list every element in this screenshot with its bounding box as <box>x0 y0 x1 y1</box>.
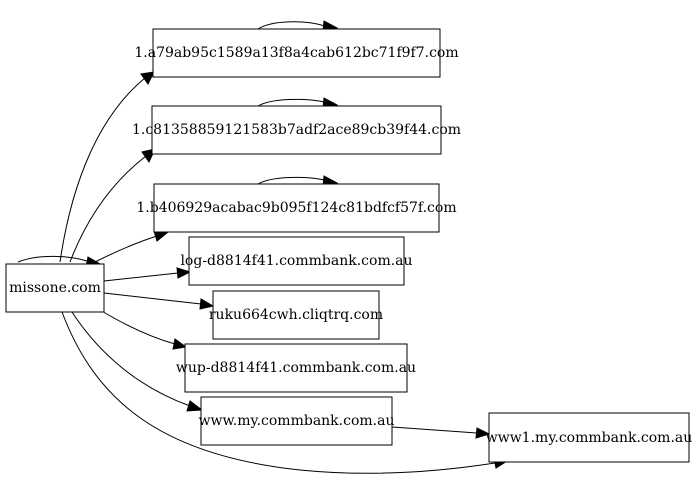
edge-n7-to-n8-arrow <box>475 427 491 439</box>
edge-root-to-n4-arrow <box>176 267 192 279</box>
edge-root-to-n6-arrow <box>172 338 188 350</box>
edge-root-to-n5-arrow <box>199 298 215 310</box>
node-label-missone: missone.com <box>9 280 101 296</box>
edge-root-to-n7 <box>71 311 191 407</box>
node-log-commbank: log-d8814f41.commbank.com.au <box>180 236 413 286</box>
node-www1-my-commbank: www1.my.commbank.com.au <box>486 412 693 463</box>
node-missone: missone.com <box>5 263 105 313</box>
edge-root-to-n2 <box>69 155 147 263</box>
edge-root-to-n8 <box>61 311 496 474</box>
edge-root-to-n1 <box>59 77 146 263</box>
node-label-www-my-commbank: www.my.commbank.com.au <box>199 413 395 429</box>
node-label-1c8135: 1.c81358859121583b7adf2ace89cb39f44.com <box>132 122 461 138</box>
node-label-1b4069: 1.b406929acabac9b095f124c81bdfcf57f.com <box>136 200 456 216</box>
node-1b4069: 1.b406929acabac9b095f124c81bdfcf57f.com <box>136 183 457 233</box>
edge-root-to-n1-arrow <box>140 71 155 85</box>
node-www-my-commbank: www.my.commbank.com.au <box>199 396 395 446</box>
edge-root-to-n4 <box>103 272 179 282</box>
node-wup-commbank: wup-d8814f41.commbank.com.au <box>176 343 416 393</box>
edge-n1-self-loop <box>257 21 326 30</box>
edges <box>17 20 509 474</box>
edge-n2-self-loop <box>257 98 326 107</box>
edge-root-to-n7-arrow <box>186 400 204 412</box>
edge-n7-to-n8 <box>391 426 478 434</box>
nodes: missone.com 1.a79ab95c1589a13f8a4cab612b… <box>5 28 693 463</box>
node-1c8135: 1.c81358859121583b7adf2ace89cb39f44.com <box>132 105 461 155</box>
node-1a79ab: 1.a79ab95c1589a13f8a4cab612bc71f9f7.com <box>134 28 459 78</box>
node-label-www1-my-commbank: www1.my.commbank.com.au <box>486 430 693 446</box>
edge-n3-self-loop <box>257 176 326 185</box>
node-label-ruku-cliqtrq: ruku664cwh.cliqtrq.com <box>209 307 383 323</box>
edge-root-self-loop <box>17 255 91 263</box>
node-label-1a79ab: 1.a79ab95c1589a13f8a4cab612bc71f9f7.com <box>134 45 458 61</box>
edge-root-to-n5 <box>103 292 202 305</box>
node-label-wup-commbank: wup-d8814f41.commbank.com.au <box>176 360 416 376</box>
node-label-log-commbank: log-d8814f41.commbank.com.au <box>180 253 412 269</box>
edge-root-to-n6 <box>99 309 176 345</box>
node-ruku-cliqtrq: ruku664cwh.cliqtrq.com <box>209 290 383 340</box>
edge-root-to-n3 <box>94 235 158 263</box>
